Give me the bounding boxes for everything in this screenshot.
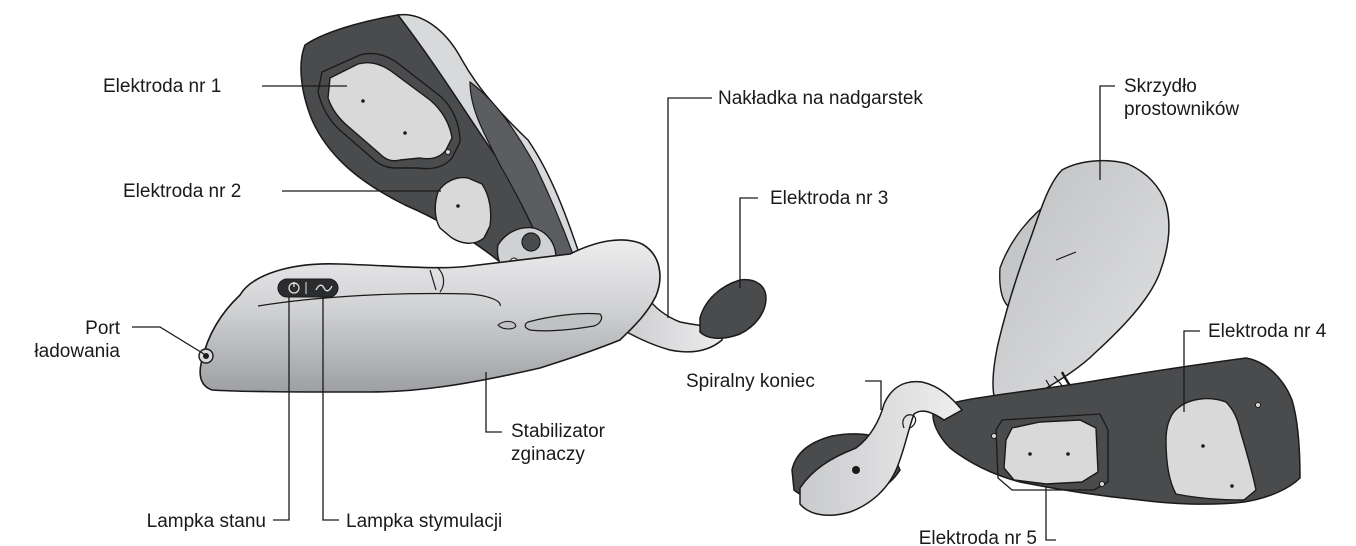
label-charging-port-line1: Port bbox=[85, 318, 121, 339]
control-panel bbox=[278, 279, 338, 297]
label-electrode-3: Elektroda nr 3 bbox=[770, 188, 888, 209]
label-flexor-stabilizer-line2: zginaczy bbox=[511, 444, 585, 465]
label-extensor-wing-line1: Skrzydło bbox=[1124, 76, 1197, 97]
label-wrist-cover: Nakładka na nadgarstek bbox=[718, 88, 923, 109]
label-status-lamp: Lampka stanu bbox=[147, 511, 266, 532]
label-stimulation-lamp: Lampka stymulacji bbox=[346, 511, 502, 532]
electrode-2-pad bbox=[435, 178, 491, 244]
label-flexor-stabilizer-line1: Stabilizator bbox=[511, 421, 606, 442]
label-electrode-5: Elektroda nr 5 bbox=[919, 528, 1037, 546]
electrode-3-pad bbox=[700, 280, 766, 339]
electrode-5-pad bbox=[1004, 420, 1098, 484]
label-electrode-2: Elektroda nr 2 bbox=[123, 181, 241, 202]
label-electrode-1: Elektroda nr 1 bbox=[103, 76, 221, 97]
label-extensor-wing-line2: prostowników bbox=[1124, 99, 1239, 120]
left-device bbox=[199, 15, 766, 392]
extensor-wing-front bbox=[993, 161, 1169, 409]
label-electrode-4: Elektroda nr 4 bbox=[1208, 321, 1327, 342]
label-spiral-end: Spiralny koniec bbox=[686, 371, 815, 392]
label-charging-port-line2: ładowania bbox=[34, 341, 120, 362]
